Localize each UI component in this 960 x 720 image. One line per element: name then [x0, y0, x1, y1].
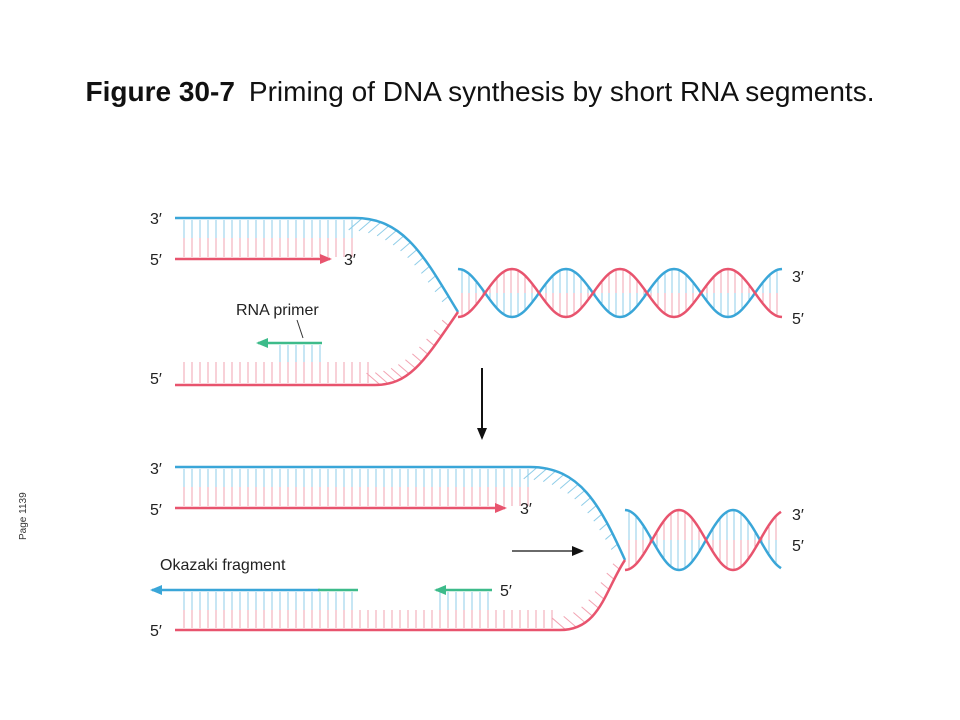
base-pair-rung — [421, 265, 430, 274]
base-pair-rung — [594, 591, 605, 600]
base-pair-rung — [600, 582, 610, 590]
rna-primer-pointer — [296, 319, 304, 339]
top-parental-strand-upper — [175, 216, 460, 313]
bottom-label-5prime-lower: 5′ — [150, 623, 162, 640]
top-label-5prime-lower: 5′ — [150, 371, 162, 388]
base-pair-rung — [599, 523, 608, 531]
base-pair-rung — [567, 483, 579, 494]
top-label-5prime-right: 5′ — [792, 311, 804, 328]
top-helix-base-pairs — [461, 269, 778, 317]
bottom-label-3prime-left: 3′ — [150, 461, 162, 478]
bottom-parental-strand-upper — [175, 465, 627, 561]
figure-number: Figure 30-7 — [85, 76, 235, 107]
bottom-helix-strand-red — [624, 508, 782, 572]
figure-title: Figure 30-7 Priming of DNA synthesis by s… — [0, 74, 960, 110]
base-pair-rung — [366, 372, 381, 386]
top-label-5prime-upper: 5′ — [150, 252, 162, 269]
base-pair-rung — [376, 225, 390, 237]
base-pair-rung — [414, 257, 424, 266]
top-label-rna-primer: RNA primer — [236, 302, 319, 319]
base-pair-rung — [419, 346, 429, 355]
base-pair-rung — [348, 217, 363, 231]
base-pair-rung — [368, 221, 382, 234]
base-pair-rung — [573, 612, 586, 624]
base-pair-rung — [587, 505, 597, 514]
bottom-helix-strand-blue — [624, 508, 782, 572]
base-pair-rung — [441, 319, 449, 327]
base-pair-rung — [383, 370, 396, 382]
bottom-label-leading-3prime: 3′ — [520, 501, 532, 518]
base-pair-rung — [588, 599, 599, 609]
base-pair-rung — [405, 359, 416, 369]
base-pair-rung — [542, 470, 557, 483]
base-pair-rung — [581, 497, 592, 506]
base-pair-rung — [593, 513, 603, 522]
base-pair-rung — [533, 468, 548, 481]
base-pair-rung — [563, 616, 577, 628]
base-pair-rung — [523, 466, 538, 480]
base-pair-rung — [390, 367, 403, 379]
base-pair-rung — [374, 372, 389, 385]
base-pair-rung — [559, 478, 572, 489]
top-parental-strand-lower — [175, 311, 460, 387]
bottom-label-3prime-right: 3′ — [792, 507, 804, 524]
base-pair-rung — [412, 353, 422, 363]
base-pair-rung — [385, 229, 397, 241]
base-pair-rung — [407, 249, 418, 258]
figure-caption: Priming of DNA synthesis by short RNA se… — [248, 76, 875, 107]
base-pair-rung — [606, 572, 615, 580]
top-label-leading-3prime: 3′ — [344, 252, 356, 269]
bottom-label-5prime-upper: 5′ — [150, 502, 162, 519]
base-pair-rung — [551, 474, 565, 485]
base-pair-rung — [427, 275, 437, 283]
bottom-panel: 3′ 5′ 3′ Okazaki fragment 5′ 5′ 3′ 5′ — [150, 461, 804, 640]
bottom-base-pairs — [183, 466, 620, 631]
base-pair-rung — [400, 241, 411, 252]
base-pair-rung — [433, 329, 442, 337]
base-pair-rung — [581, 606, 593, 617]
top-label-3prime-right: 3′ — [792, 269, 804, 286]
top-helix-strand-red — [457, 267, 783, 319]
base-pair-rung — [441, 295, 449, 303]
base-pair-rung — [574, 490, 586, 500]
base-pair-rung — [605, 533, 613, 540]
top-panel: 3′ 5′ 3′ RNA primer 5′ 3′ 5′ — [150, 211, 804, 388]
base-pair-rung — [612, 563, 620, 570]
top-helix-strand-blue — [457, 267, 783, 319]
bottom-helix-base-pairs — [628, 510, 777, 570]
base-pair-rung — [426, 338, 435, 347]
base-pair-rung — [434, 285, 443, 293]
top-label-3prime-left: 3′ — [150, 211, 162, 228]
bottom-label-5prime-right: 5′ — [792, 538, 804, 555]
base-pair-rung — [398, 364, 410, 375]
bottom-label-okazaki-fragment: Okazaki fragment — [160, 557, 286, 574]
base-pair-rung — [551, 617, 567, 631]
top-base-pairs — [183, 217, 449, 386]
base-pair-rung — [358, 219, 373, 232]
bottom-parental-strand-lower — [175, 559, 627, 632]
bottom-label-primer-5prime: 5′ — [500, 583, 512, 600]
base-pair-rung — [392, 235, 405, 246]
base-pair-rung — [610, 543, 618, 550]
